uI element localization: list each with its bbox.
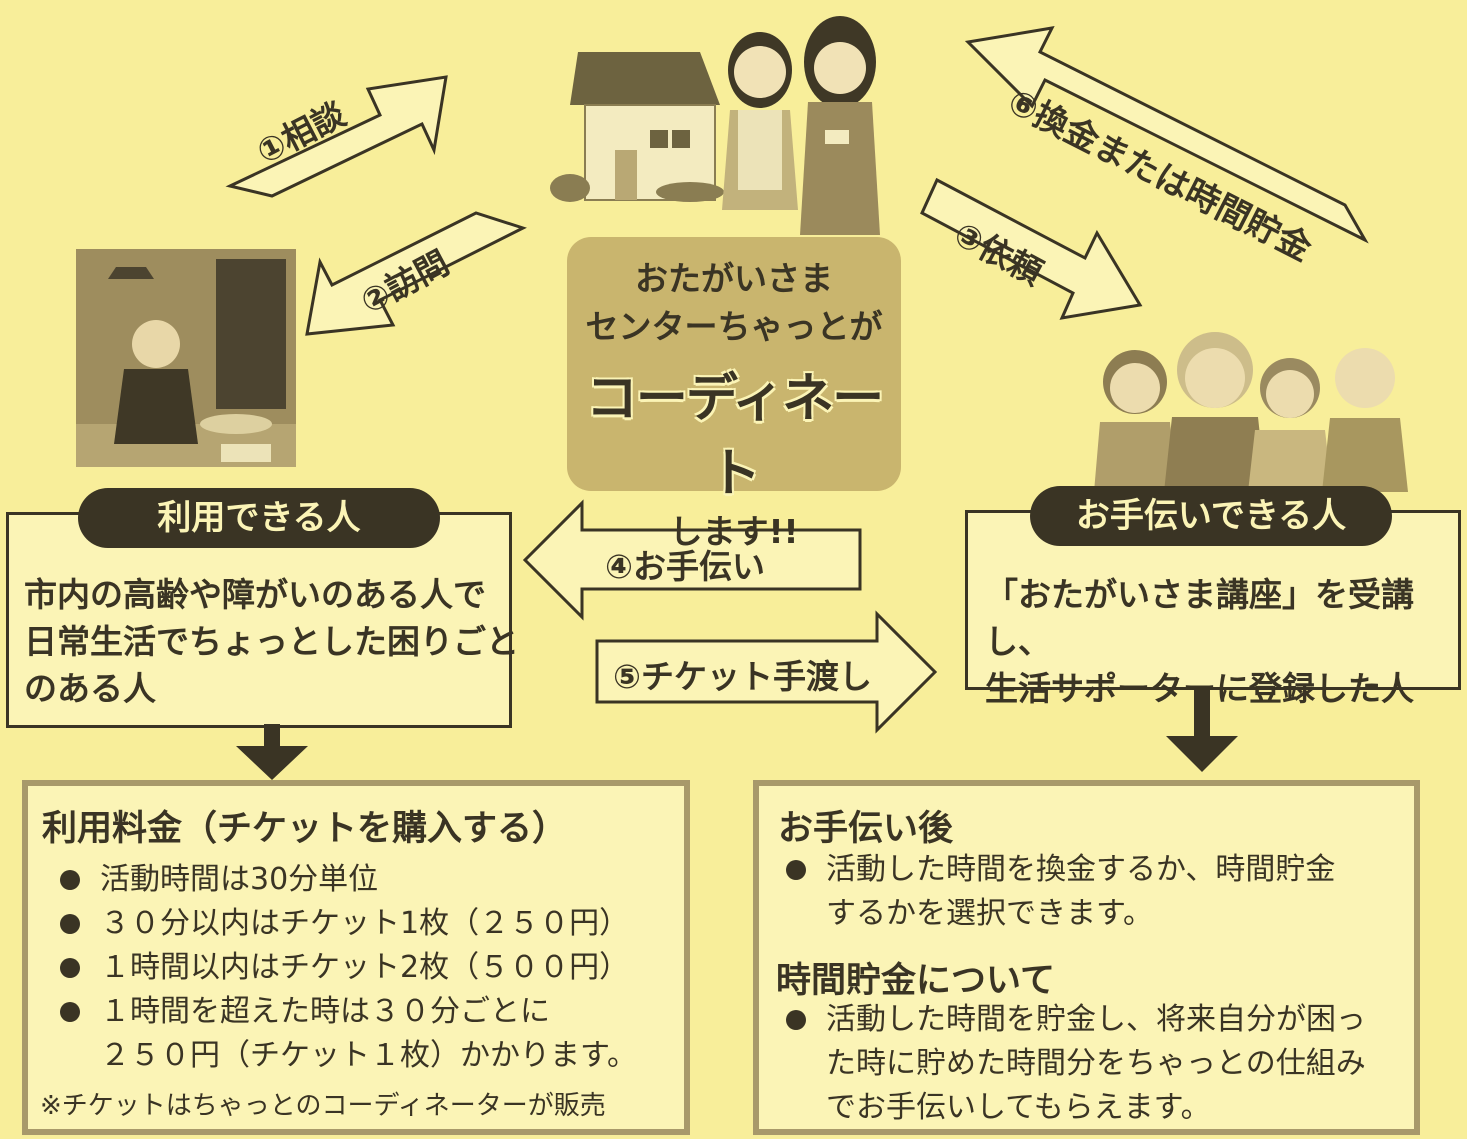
user-line-3: のある人 <box>24 668 156 708</box>
down-arrow-right <box>1166 688 1238 772</box>
after-bullet-1-line-1: 活動した時間を換金するか、時間貯金 <box>826 852 1336 887</box>
fee-bullet-4-cont: ２５０円（チケット１枚）かかります。 <box>50 1034 680 1078</box>
time-savings-title: 時間貯金について <box>776 961 1055 1001</box>
fee-bullet-3-text: １時間以内はチケット2枚（５００円） <box>100 950 630 985</box>
helper-box-title: お手伝いできる人 <box>1030 486 1392 546</box>
fee-bullet-1-text: 活動時間は30分単位 <box>100 862 379 897</box>
after-bullet-2-cont-1: た時に貯めた時間分をちゃっとの仕組み <box>776 1042 1416 1086</box>
fee-bullet-1: 活動時間は30分単位 <box>50 858 680 902</box>
fee-bullet-3: １時間以内はチケット2枚（５００円） <box>50 946 680 990</box>
center-line-4: します!! <box>669 511 799 551</box>
after-bullet-list-2: 活動した時間を貯金し、将来自分が困っ た時に貯めた時間分をちゃっとの仕組み でお… <box>776 998 1416 1130</box>
after-bullet-1-cont: するかを選択できます。 <box>776 892 1406 936</box>
user-box-title: 利用できる人 <box>78 488 440 548</box>
fee-bullet-list: 活動時間は30分単位 ３０分以内はチケット1枚（２５０円） １時間以内はチケット… <box>50 858 680 1078</box>
fee-bullet-4-text: １時間を超えた時は３０分ごとに <box>100 994 550 1029</box>
bullet-dot <box>786 860 806 880</box>
center-house-staff-illustration <box>550 16 880 235</box>
fee-note: ※チケットはちゃっとのコーディネーターが販売 <box>40 1091 606 1121</box>
fee-box-title: 利用料金（チケットを購入する） <box>42 809 568 849</box>
after-bullet-1-line-2: するかを選択できます。 <box>826 896 1153 931</box>
after-bullet-2: 活動した時間を貯金し、将来自分が困っ <box>776 998 1416 1042</box>
elderly-user-illustration <box>76 249 296 467</box>
after-bullet-2-cont-2: でお手伝いしてもらえます。 <box>776 1086 1416 1130</box>
fee-bullet-2: ３０分以内はチケット1枚（２５０円） <box>50 902 680 946</box>
down-arrow-left <box>236 724 308 780</box>
bullet-dot <box>60 914 80 934</box>
after-help-title: お手伝い後 <box>778 809 954 849</box>
bullet-dot <box>786 1010 806 1030</box>
bullet-dot <box>60 870 80 890</box>
helper-line-1: 「おたがいさま講座」を受講し、 <box>985 575 1414 661</box>
after-bullet-list-1: 活動した時間を換金するか、時間貯金 するかを選択できます。 <box>776 848 1406 936</box>
after-bullet-1: 活動した時間を換金するか、時間貯金 <box>776 848 1406 892</box>
arrow-ticket-label: ⑤チケット手渡し <box>613 657 872 696</box>
after-bullet-2-line-3: でお手伝いしてもらえます。 <box>826 1090 1211 1125</box>
fee-bullet-4: １時間を超えた時は３０分ごとに <box>50 990 680 1034</box>
helpers-group-illustration <box>1094 332 1408 492</box>
center-line-1: おたがいさま <box>635 259 833 298</box>
fee-box <box>22 780 690 1135</box>
user-line-2: 日常生活でちょっとした困りごと <box>24 621 519 661</box>
fee-bullet-2-text: ３０分以内はチケット1枚（２５０円） <box>100 906 630 941</box>
after-bullet-2-line-2: た時に貯めた時間分をちゃっとの仕組み <box>826 1046 1366 1081</box>
bullet-dot <box>60 958 80 978</box>
bullet-dot <box>60 1002 80 1022</box>
after-help-box <box>753 780 1420 1135</box>
after-bullet-2-line-1: 活動した時間を貯金し、将来自分が困っ <box>826 1002 1366 1037</box>
center-coordinate-box: おたがいさま センターちゃっとが コーディネート します!! <box>567 237 901 549</box>
user-box-text: 市内の高齢や障がいのある人で 日常生活でちょっとした困りごと のある人 <box>24 572 519 713</box>
user-line-1: 市内の高齢や障がいのある人で <box>24 575 486 614</box>
center-line-2: センターちゃっとが <box>585 307 883 347</box>
arrow-help-label: ④お手伝い <box>605 547 765 586</box>
fee-bullet-4-cont-text: ２５０円（チケット１枚）かかります。 <box>100 1038 637 1073</box>
coordinate-heading: コーディネート <box>585 368 884 504</box>
